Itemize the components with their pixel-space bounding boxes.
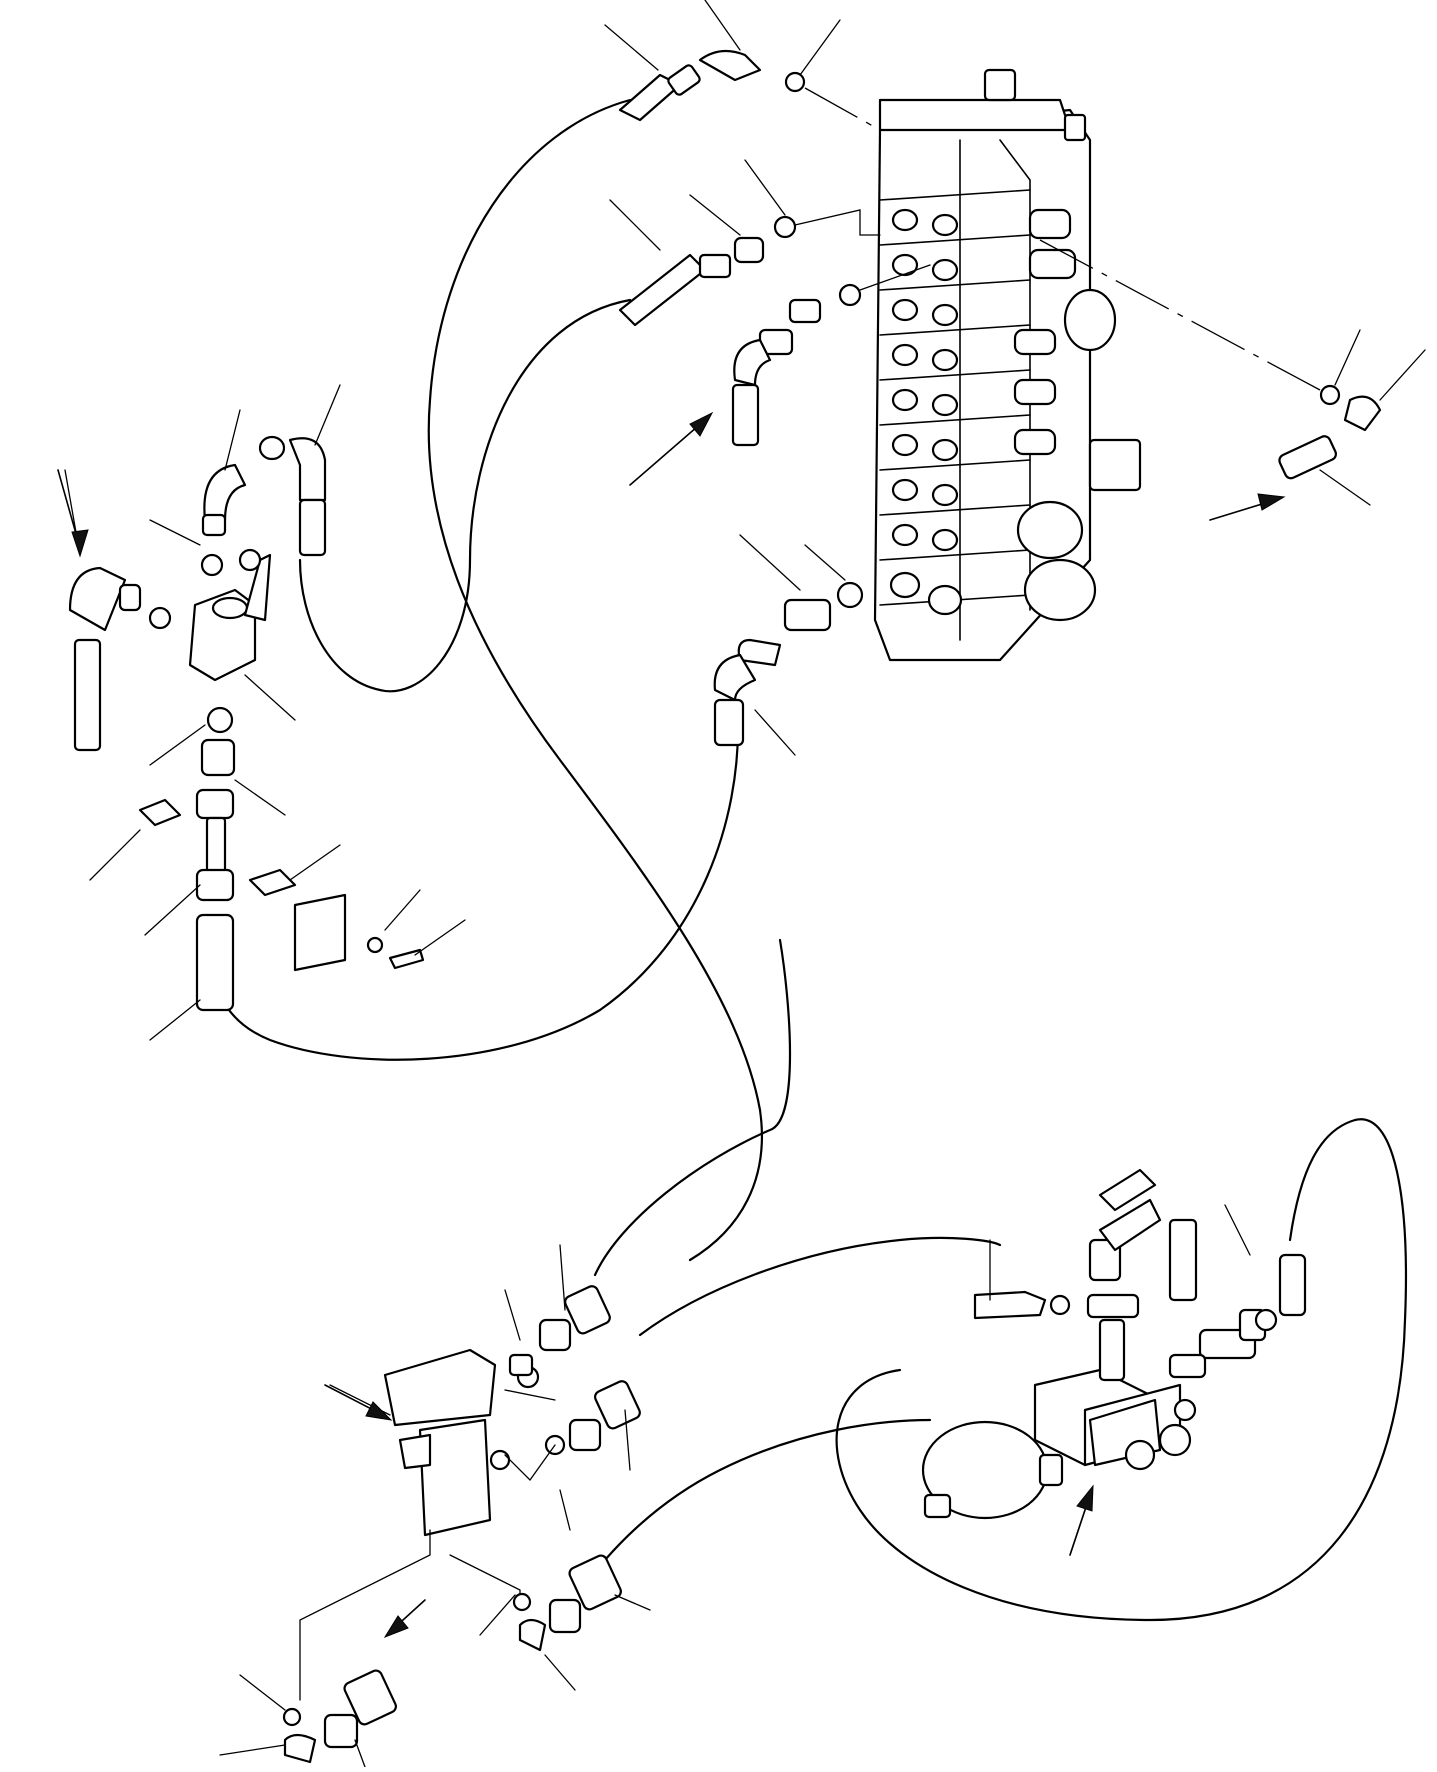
- valve-side-fittings: [1013, 208, 1142, 622]
- callout-arrows: [57, 411, 1286, 1639]
- hose-top-left-to-center: [427, 98, 763, 1262]
- hose-second-to-swivel: [298, 298, 632, 693]
- hose-right-loop: [835, 1118, 1408, 1622]
- arrow-accumulator: [1069, 1484, 1094, 1556]
- valve-ports: [889, 208, 963, 616]
- arrow-center-elbow: [629, 411, 714, 486]
- hoses: [208, 98, 1408, 1622]
- arrow-pedal: [324, 1384, 393, 1421]
- second-hose-end: [609, 159, 881, 327]
- hose-center-elbow-down: [208, 718, 740, 1061]
- left-selector-valve: [64, 384, 466, 1041]
- arrow-bottom-fitting: [383, 1599, 426, 1639]
- top-hose-end: [604, 0, 881, 131]
- lower-center-fitting: [713, 534, 864, 756]
- control-valve-block: [873, 68, 1142, 662]
- hose-to-pedal-valve: [593, 938, 792, 1277]
- hose-lower-to-valve: [603, 1418, 932, 1562]
- accumulator-valve-assembly: [921, 1168, 1307, 1556]
- arrow-left-swivel: [57, 469, 89, 558]
- center-elbow-fitting: [731, 264, 931, 447]
- hose-pedal-to-accumulator: [638, 1236, 1002, 1337]
- pedal-valve: [299, 1244, 641, 1701]
- arrow-right-elbow: [1209, 493, 1286, 521]
- bottom-fittings: [219, 1554, 651, 1768]
- right-elbow-fitting: [1039, 239, 1426, 506]
